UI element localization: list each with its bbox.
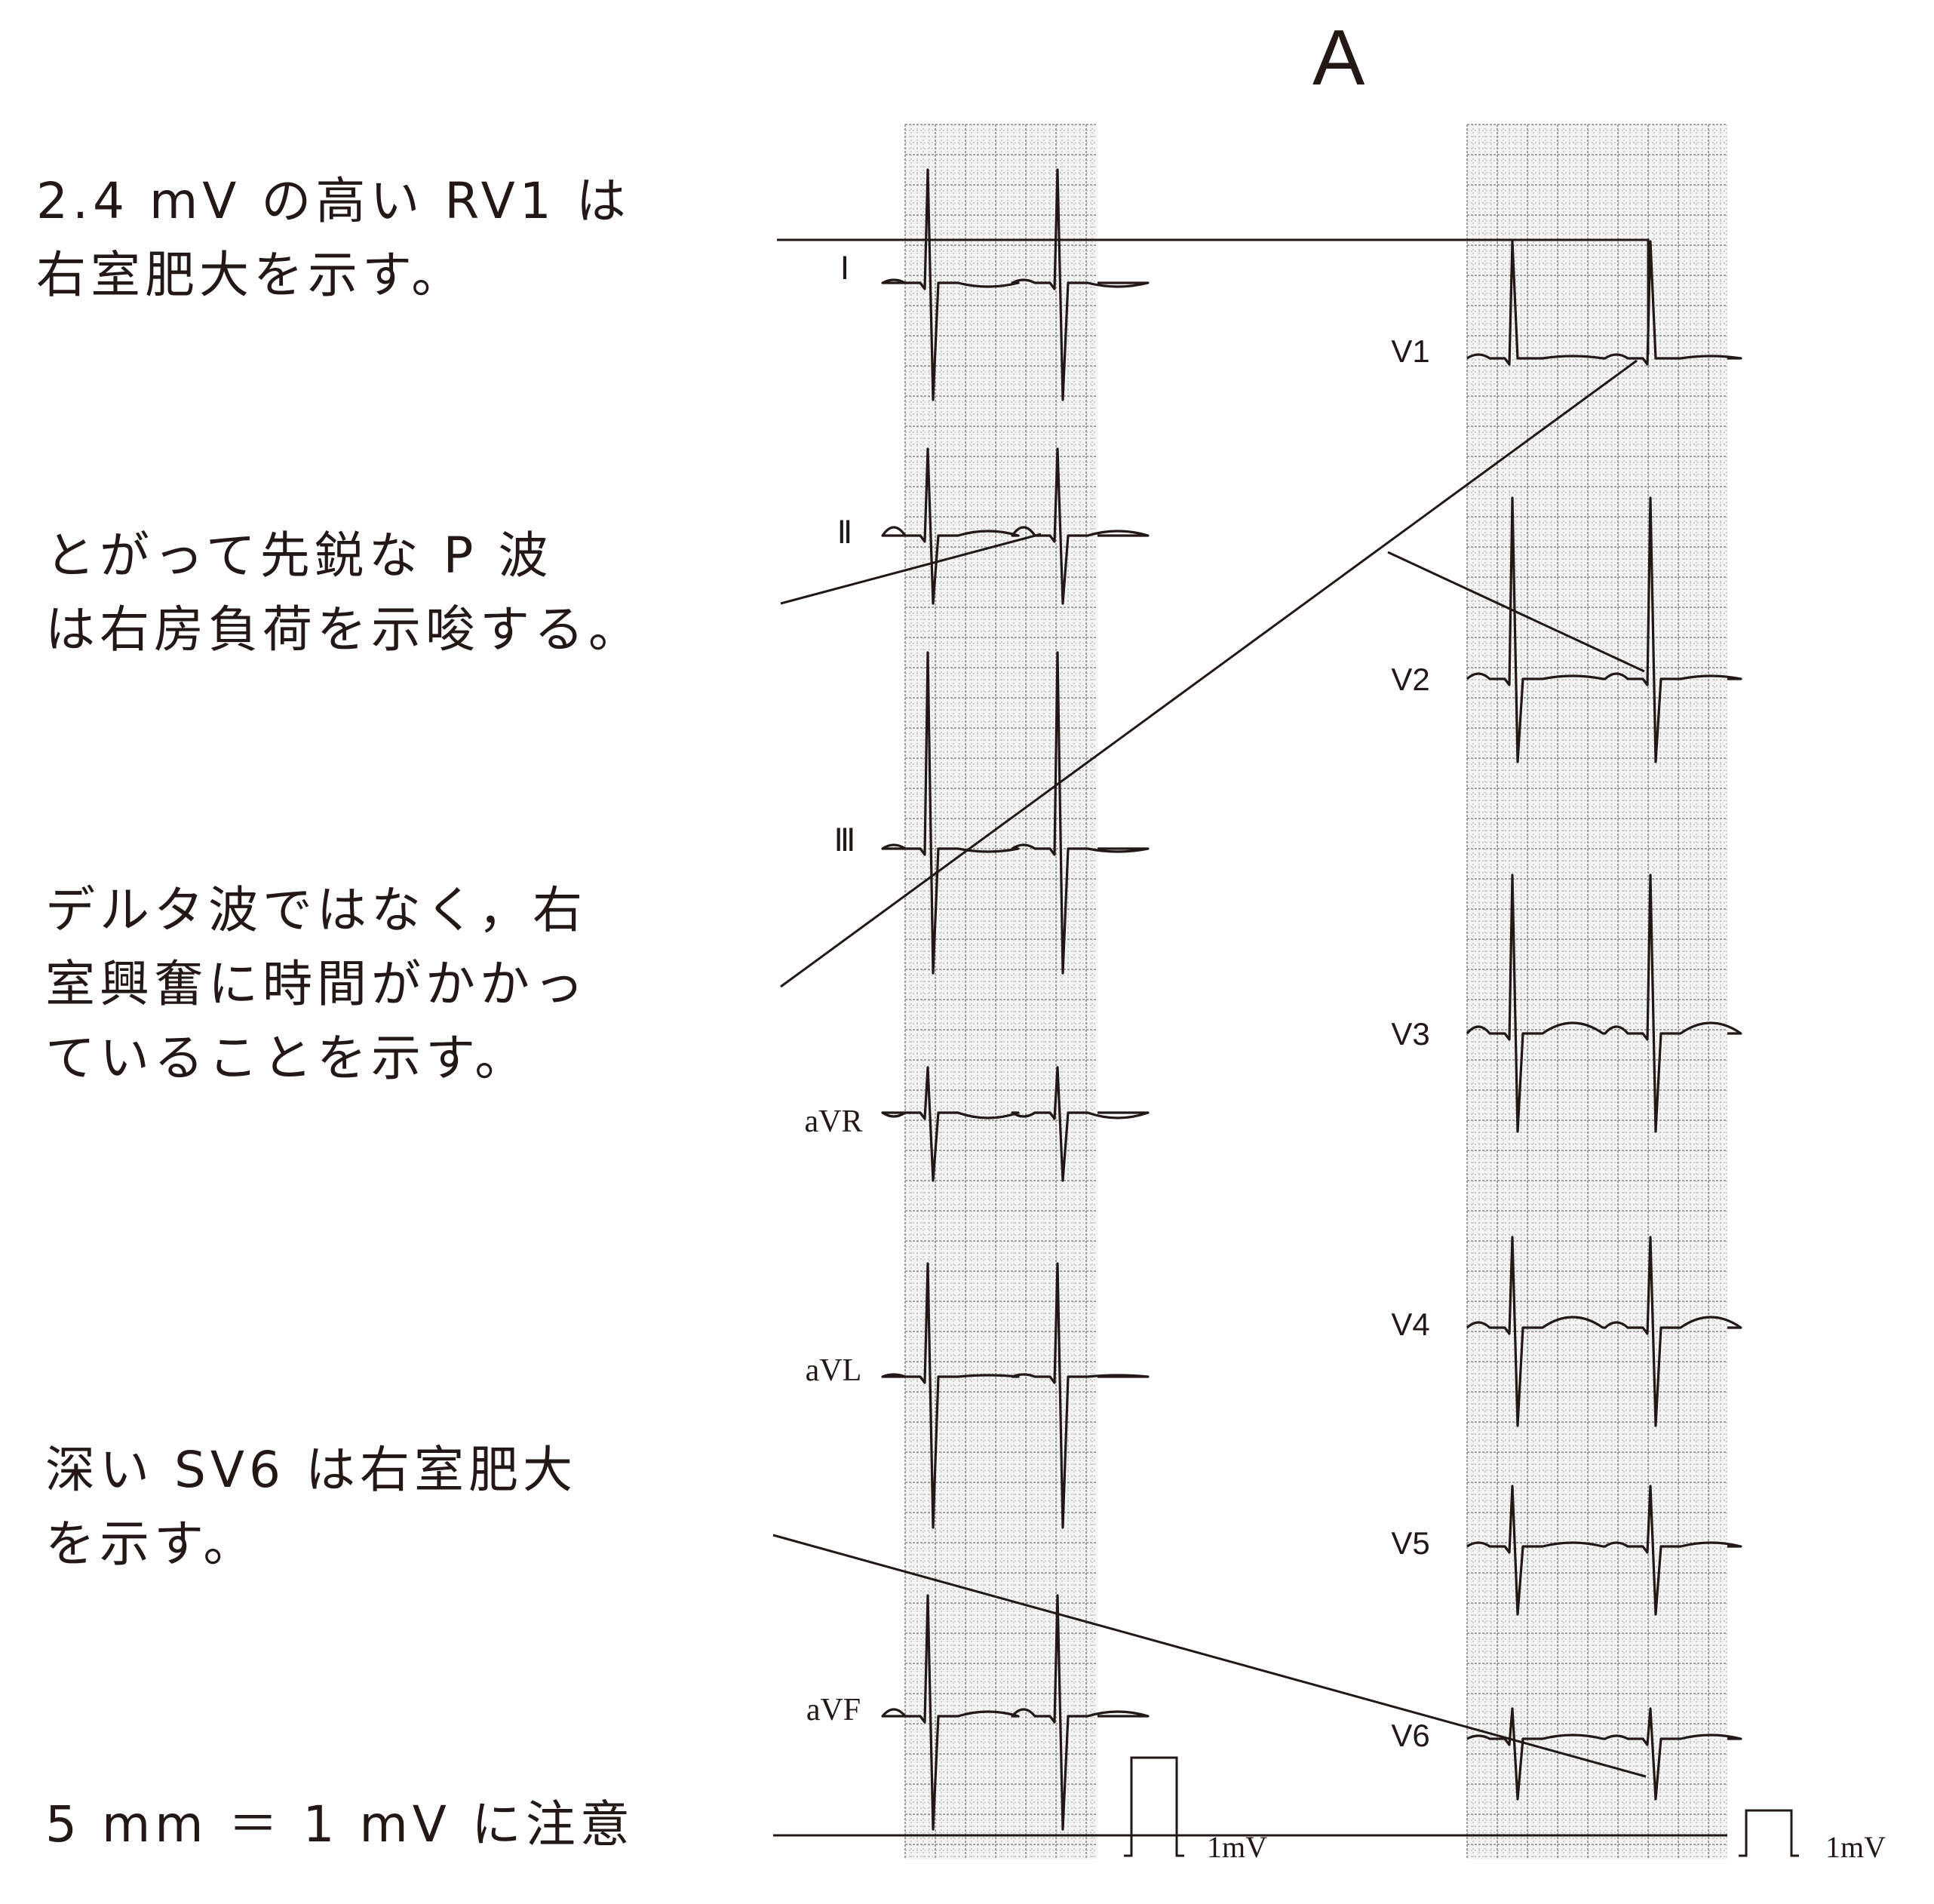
annotation-scale: 5 mm ＝ 1 mV に注意	[45, 1788, 634, 1862]
ecg-trace-avr	[881, 1066, 1150, 1182]
annotation-sv6-line1: 深い SV6 は右室肥大	[45, 1441, 577, 1499]
annotation-delta: デルタ波ではなく，右 室興奮に時間がかかっ ていることを示す。	[45, 874, 588, 1095]
ecg-trace-avl	[881, 1262, 1150, 1529]
annotation-rv1: 2.4 mV の高い RV1 は 右室肥大を示す。	[36, 164, 631, 312]
ecg-trace-v1	[1466, 240, 1742, 366]
ecg-trace-v5	[1466, 1485, 1742, 1616]
annotation-p-wave-line2: は右房負荷を示唆する。	[45, 600, 643, 659]
lead-label-avr: aVR	[805, 1104, 863, 1139]
leader-sv6	[772, 1534, 1647, 1778]
lead-label-v3: V3	[1391, 1016, 1429, 1052]
ecg-trace-v6	[1466, 1707, 1742, 1801]
grid-strip-2	[1466, 124, 1727, 1859]
figure-title: A	[1312, 14, 1365, 102]
calibration-label-limb: 1mV	[1207, 1830, 1267, 1864]
lead-label-i: Ⅰ	[840, 252, 849, 287]
lead-label-iii: Ⅲ	[834, 824, 856, 858]
grid-paper	[1467, 124, 1727, 1859]
lead-label-v4: V4	[1391, 1307, 1429, 1342]
ecg-trace-ii	[881, 447, 1150, 605]
lead-label-avf: aVF	[806, 1693, 861, 1727]
ecg-trace-v4	[1466, 1236, 1742, 1427]
annotation-scale-line1: 5 mm ＝ 1 mV に注意	[45, 1795, 634, 1853]
annotation-delta-line2: 室興奮に時間がかかっ	[45, 955, 588, 1013]
ecg-traces	[881, 168, 1742, 1831]
lead-label-v5: V5	[1391, 1525, 1429, 1561]
ecg-trace-v3	[1466, 874, 1742, 1133]
annotation-sv6: 深い SV6 は右室肥大 を示す。	[45, 1433, 577, 1581]
ecg-trace-avf	[881, 1594, 1150, 1831]
grid-minor-lines	[905, 124, 1097, 1859]
ecg-trace-v2	[1466, 496, 1742, 763]
ecg-grid-strips	[904, 124, 1727, 1859]
lead-label-v1: V1	[1391, 333, 1429, 369]
ecg-trace-i	[881, 168, 1150, 401]
grid-major-lines	[904, 124, 1097, 1859]
leader-delta	[780, 359, 1638, 988]
annotation-delta-line3: ていることを示す。	[45, 1029, 530, 1087]
annotation-rv1-line1: 2.4 mV の高い RV1 は	[36, 172, 631, 230]
leader-lines	[772, 238, 1727, 1837]
lead-label-ii: Ⅱ	[837, 516, 853, 551]
annotation-p-wave-line1: とがって先鋭な P 波	[45, 527, 553, 585]
lead-label-avl: aVL	[806, 1353, 862, 1388]
calibration-label-chest: 1mV	[1825, 1830, 1886, 1864]
lead-label-v6: V6	[1391, 1718, 1429, 1753]
annotation-p-wave: とがって先鋭な P 波 は右房負荷を示唆する。	[45, 519, 643, 667]
grid-strip-1	[904, 124, 1097, 1859]
calibration-marks: 1mV 1mV	[1124, 1756, 1886, 1864]
grid-major-lines	[1466, 124, 1727, 1859]
annotation-sv6-line2: を示す。	[45, 1515, 258, 1573]
leader-p-wave	[780, 533, 1042, 605]
leader-delta-v2	[1387, 551, 1645, 673]
grid-minor-lines	[1467, 124, 1727, 1859]
calibration-pulse-chest	[1739, 1809, 1799, 1857]
leader-rv1	[777, 238, 1650, 355]
annotation-delta-line1: デルタ波ではなく，右	[45, 881, 588, 939]
lead-label-v2: V2	[1391, 662, 1429, 697]
ecg-trace-iii	[881, 651, 1150, 975]
annotation-rv1-line2: 右室肥大を示す。	[36, 246, 466, 304]
calibration-pulse-limb	[1124, 1756, 1184, 1857]
